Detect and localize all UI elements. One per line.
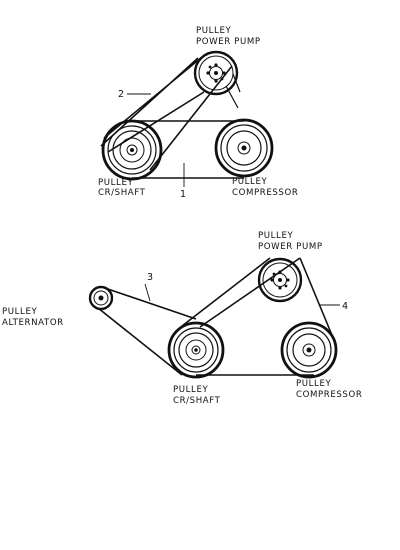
top-belt-1-number: 1 — [180, 189, 186, 200]
power-pump-pulley-bottom — [257, 257, 303, 303]
bottom-alternator-label-line2: ALTERNATOR — [2, 318, 64, 328]
belt-3 — [97, 286, 197, 376]
bottom-diagram: PULLEY POWER PUMP 3 4 PULLEY ALTERNATOR … — [2, 231, 362, 406]
top-power-pump-label-line2: POWER PUMP — [196, 37, 261, 47]
belt-4 — [181, 257, 335, 376]
compressor-pulley-bottom — [280, 321, 338, 379]
top-compressor-label-line1: PULLEY — [232, 177, 267, 187]
top-power-pump-label-line1: PULLEY — [196, 26, 231, 36]
bottom-crankshaft-label-line1: PULLEY — [173, 385, 208, 395]
belt-1 — [132, 65, 244, 179]
bottom-compressor-label-line2: COMPRESSOR — [296, 390, 362, 400]
bottom-belt-4-number: 4 — [342, 301, 348, 312]
bottom-alternator-label-line1: PULLEY — [2, 307, 37, 317]
crankshaft-pulley-top — [101, 119, 163, 181]
belt-3-callout-line — [144, 283, 151, 302]
bottom-belt-3-number: 3 — [147, 272, 153, 283]
top-compressor-label-line2: COMPRESSOR — [232, 188, 298, 198]
bottom-power-pump-label-line2: POWER PUMP — [258, 242, 323, 252]
top-diagram: PULLEY POWER PUMP 2 PULLEY CR/SHAFT 1 PU… — [98, 26, 298, 200]
power-pump-pulley-top — [193, 50, 239, 96]
top-crankshaft-label-line1: PULLEY — [98, 178, 133, 188]
alternator-pulley — [88, 285, 114, 311]
top-belt-2-number: 2 — [118, 89, 124, 100]
compressor-pulley-top — [214, 118, 274, 178]
crankshaft-pulley-bottom — [167, 321, 225, 379]
bottom-crankshaft-label-line2: CR/SHAFT — [173, 396, 221, 406]
bottom-compressor-label-line1: PULLEY — [296, 379, 331, 389]
top-crankshaft-label-line2: CR/SHAFT — [98, 188, 146, 198]
bottom-power-pump-label-line1: PULLEY — [258, 231, 293, 241]
